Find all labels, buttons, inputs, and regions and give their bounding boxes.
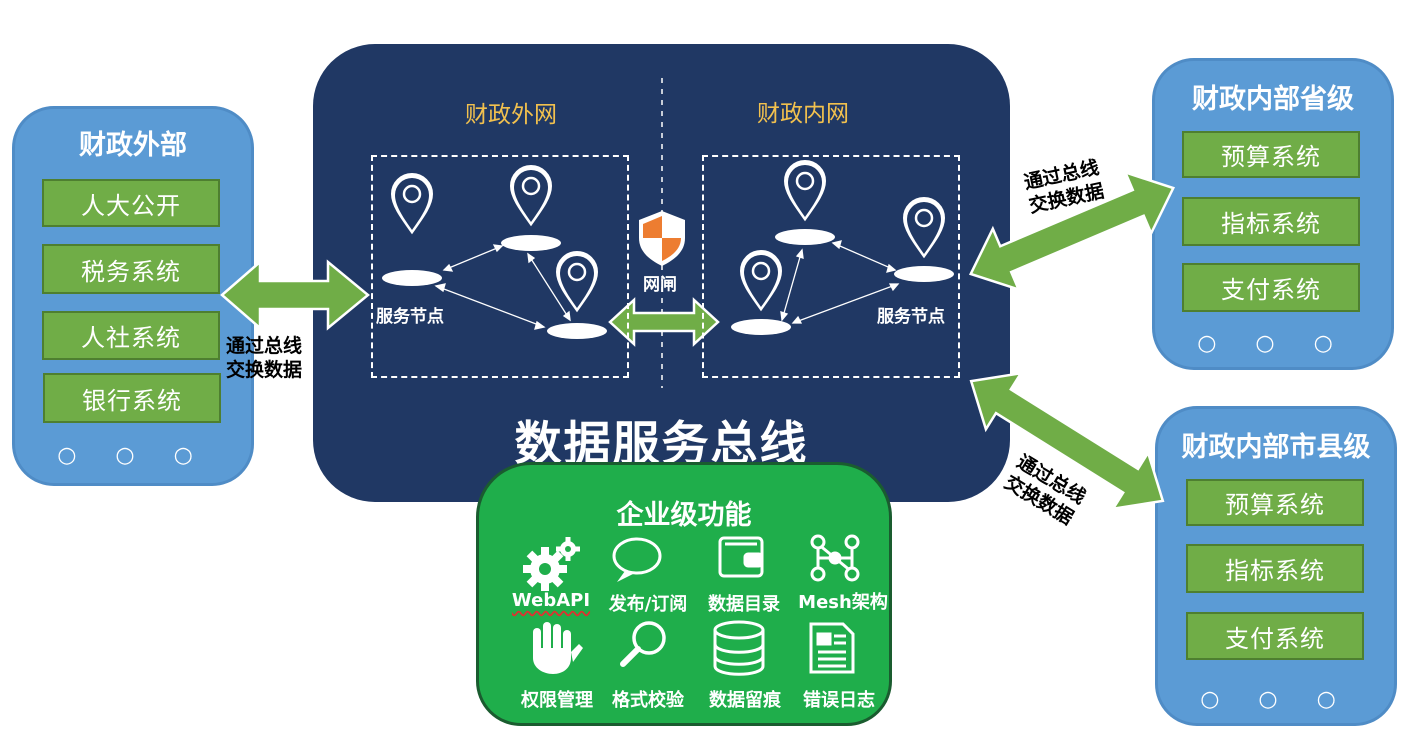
feature-label-error-log: 错误日志: [803, 690, 875, 711]
gateway-shield-icon: [639, 211, 685, 266]
feature-label-data-catalog: 数据目录: [708, 594, 780, 615]
system-box-social-security[interactable]: 人社系统: [42, 311, 220, 360]
enterprise-features-title: 企业级功能: [616, 500, 752, 531]
provincial-panel: 财政内部省级 预算系统 指标系统 支付系统 ○ ○ ○: [1152, 58, 1394, 370]
document-icon[interactable]: [809, 622, 855, 674]
location-pin-icon: [737, 248, 785, 315]
service-node[interactable]: [731, 319, 791, 335]
system-box-indicator[interactable]: 指标系统: [1182, 197, 1360, 246]
gateway-label: 网闸: [643, 275, 677, 295]
location-pin-icon: [507, 163, 555, 230]
feature-label-pubsub: 发布/订阅: [608, 594, 688, 615]
wallet-icon[interactable]: [718, 536, 764, 578]
more-dots: ○ ○ ○: [1197, 331, 1349, 356]
gateway-arrow: [608, 297, 720, 347]
system-box-tax[interactable]: 税务系统: [42, 244, 220, 294]
service-node[interactable]: [382, 270, 442, 286]
feature-label-permission: 权限管理: [521, 690, 593, 711]
outer-network-zone: [371, 155, 629, 378]
system-box-indicator[interactable]: 指标系统: [1186, 544, 1364, 593]
gears-icon[interactable]: [523, 537, 580, 591]
feature-label-webapi: WebAPI: [511, 590, 591, 611]
magnifier-icon[interactable]: [620, 621, 666, 667]
service-node[interactable]: [894, 266, 954, 282]
feature-label-format-check: 格式校验: [612, 690, 684, 711]
location-pin-icon: [781, 158, 829, 225]
right-node-links: [780, 240, 900, 324]
hand-icon[interactable]: [533, 622, 583, 674]
database-icon[interactable]: [713, 620, 765, 676]
feature-label-mesh: Mesh架构: [798, 592, 888, 613]
external-panel: 财政外部 人大公开 税务系统 人社系统 银行系统 ○ ○ ○: [12, 106, 254, 486]
municipal-panel: 财政内部市县级 预算系统 指标系统 支付系统 ○ ○ ○: [1155, 406, 1397, 726]
system-box-payment[interactable]: 支付系统: [1186, 612, 1364, 660]
enterprise-features-panel: [476, 462, 892, 726]
location-pin-icon: [553, 249, 601, 316]
service-node-label-right: 服务节点: [877, 307, 945, 327]
exchange-arrow-right-top: [968, 170, 1176, 292]
service-node[interactable]: [775, 229, 835, 245]
location-pin-icon: [900, 195, 948, 262]
left-node-links: [434, 244, 571, 330]
system-box-bank[interactable]: 银行系统: [43, 373, 221, 423]
system-box-npc-public[interactable]: 人大公开: [42, 179, 220, 227]
system-box-budget[interactable]: 预算系统: [1182, 131, 1360, 178]
provincial-panel-title: 财政内部省级: [1192, 84, 1354, 115]
exchange-arrow-left: [220, 259, 370, 331]
inner-network-zone: [702, 155, 960, 378]
chat-bubble-icon[interactable]: [612, 537, 662, 582]
external-panel-title: 财政外部: [79, 130, 187, 161]
feature-label-data-trace: 数据留痕: [709, 690, 781, 711]
location-pin-icon: [388, 171, 436, 238]
more-dots: ○ ○ ○: [57, 443, 209, 468]
more-dots: ○ ○ ○: [1200, 687, 1352, 712]
system-box-payment[interactable]: 支付系统: [1182, 263, 1360, 312]
system-box-budget[interactable]: 预算系统: [1186, 479, 1364, 526]
municipal-panel-title: 财政内部市县级: [1181, 432, 1371, 463]
exchange-arrow-right-bottom: [969, 371, 1165, 511]
inner-network-label: 财政内网: [757, 101, 849, 127]
outer-network-label: 财政外网: [465, 102, 557, 128]
service-node[interactable]: [501, 235, 561, 251]
exchange-label-left: 通过总线 交换数据: [226, 334, 302, 382]
service-node[interactable]: [547, 323, 607, 339]
exchange-label-line: 交换数据: [226, 359, 303, 381]
exchange-label-line: 通过总线: [226, 335, 303, 357]
mesh-network-icon[interactable]: [810, 534, 860, 582]
service-node-label-left: 服务节点: [376, 307, 444, 327]
